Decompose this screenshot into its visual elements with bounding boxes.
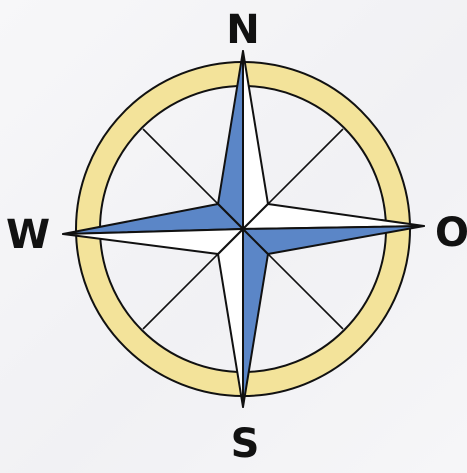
west-label: W [6,212,50,258]
north-label: N [226,7,259,53]
compass-star [63,51,424,407]
south-label: S [231,421,260,467]
east-label: O [435,210,467,256]
